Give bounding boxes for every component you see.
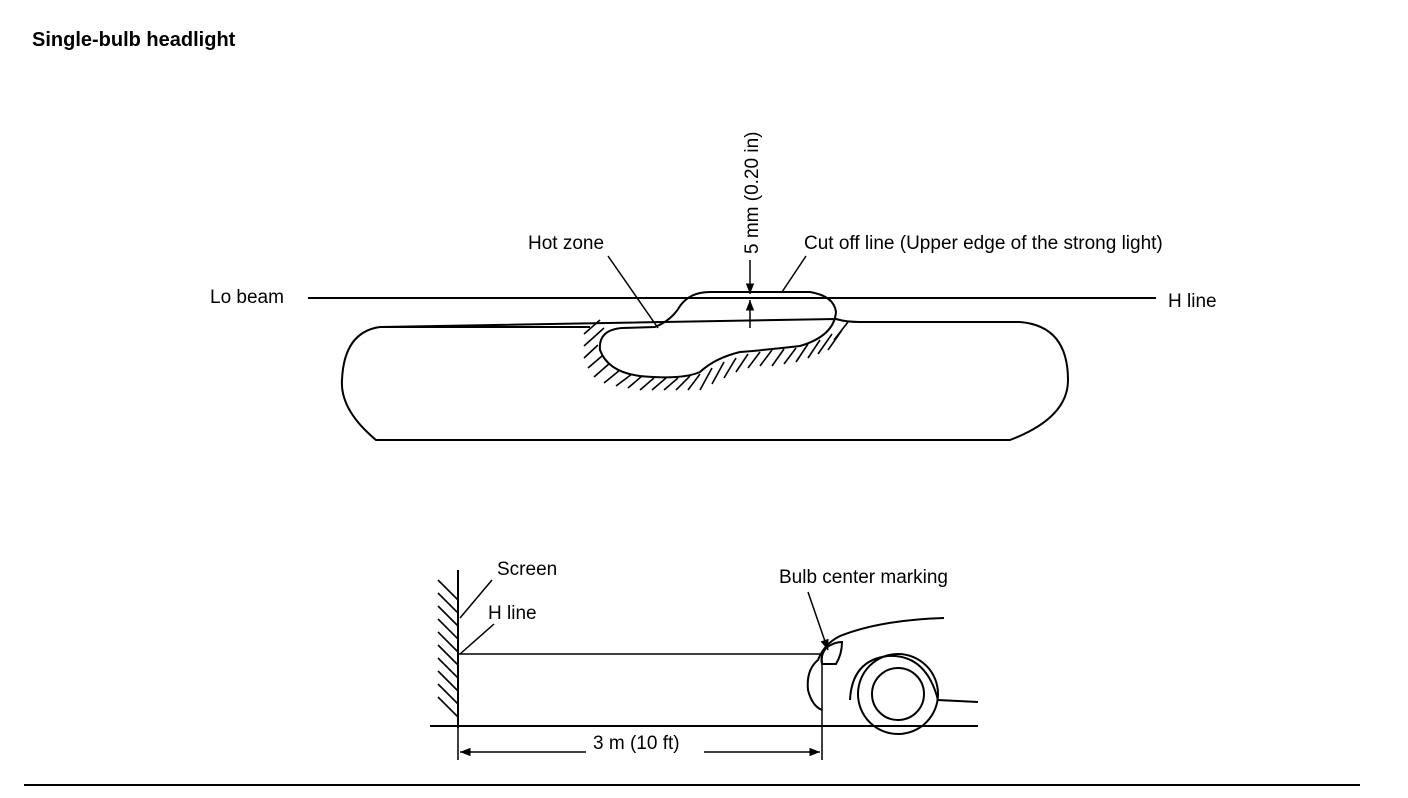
wheel-outer: [857, 653, 939, 735]
dimension-label: 5 mm (0.20 in): [742, 132, 763, 254]
h-line-label: H line: [1168, 291, 1217, 312]
beam-outline: [340, 317, 1070, 441]
bulb-center-label: Bulb center marking: [779, 567, 948, 588]
headlight-lens: [820, 640, 844, 665]
screen-hatching: [437, 579, 459, 718]
screen-leader: [459, 579, 493, 619]
side-h-line-label: H line: [488, 603, 537, 624]
hot-zone-shape: [598, 291, 838, 379]
wheel-inner: [871, 667, 925, 721]
hot-zone-hatching: [583, 319, 849, 391]
car-front: [806, 617, 979, 735]
side-h-line-leader: [459, 623, 495, 655]
lo-beam-label: Lo beam: [210, 287, 284, 308]
cut-off-line-label: Cut off line (Upper edge of the strong l…: [804, 233, 1163, 254]
diagram-title: Single-bulb headlight: [32, 29, 236, 51]
distance-label-bg: [586, 730, 704, 754]
screen-label: Screen: [497, 559, 557, 580]
hot-zone-label: Hot zone: [528, 233, 604, 254]
distance-label: 3 m (10 ft): [593, 733, 680, 754]
side-view: Screen H line Bulb center marking 3 m (1…: [430, 559, 979, 760]
hot-zone-leader: [607, 255, 659, 329]
bulb-leader: [807, 591, 829, 651]
cut-off-leader: [781, 255, 807, 293]
beam-pattern: Lo beam H line: [210, 132, 1217, 441]
